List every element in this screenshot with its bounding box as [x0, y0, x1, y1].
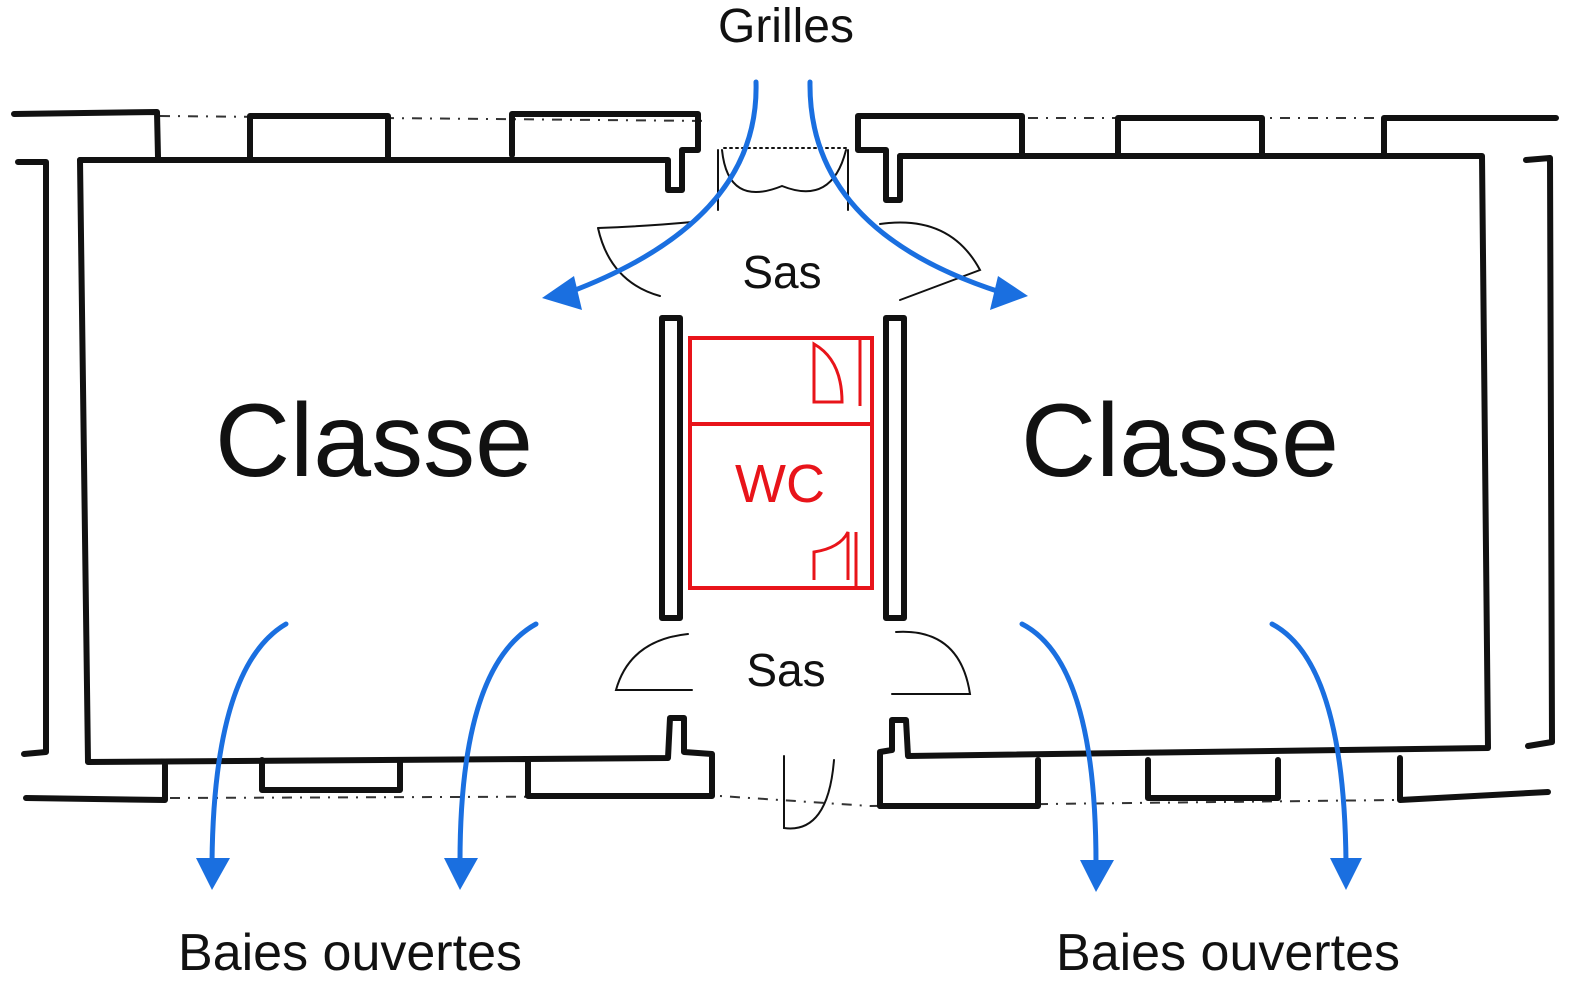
- label-wc: WC: [735, 454, 825, 514]
- label-baies-right: Baies ouvertes: [1056, 924, 1400, 981]
- label-classe-right: Classe: [1021, 383, 1339, 499]
- airflow-arrow-bottom-2: [457, 621, 539, 865]
- airflow-arrowhead-bottom-4: [1330, 858, 1362, 890]
- airflow-arrow-bottom-3: [1019, 621, 1099, 867]
- bottom-facade-line: [169, 794, 871, 807]
- airflow-arrowhead-top-right: [990, 276, 1028, 310]
- label-sas-top: Sas: [742, 246, 821, 298]
- airflow-arrows: [196, 79, 1362, 892]
- airflow-arrowhead-bottom-1: [196, 858, 230, 890]
- airflow-arrowhead-bottom-3: [1080, 860, 1114, 892]
- airflow-arrowhead-top-left: [542, 276, 582, 310]
- label-baies-left: Baies ouvertes: [178, 924, 522, 981]
- corridor-walls: [659, 315, 907, 621]
- airflow-arrow-bottom-4: [1269, 621, 1349, 865]
- wc-block: [688, 336, 874, 590]
- airflow-arrow-bottom-1: [209, 621, 289, 865]
- airflow-arrow-top-left: [567, 79, 759, 295]
- classroom-left-walls: [11, 109, 715, 803]
- classroom-right-walls: [855, 113, 1559, 809]
- label-classe-left: Classe: [215, 383, 533, 499]
- airflow-arrowhead-bottom-2: [444, 858, 478, 890]
- label-grilles: Grilles: [718, 0, 854, 53]
- label-sas-bottom: Sas: [746, 644, 825, 696]
- airflow-arrow-top-right: [807, 79, 1003, 295]
